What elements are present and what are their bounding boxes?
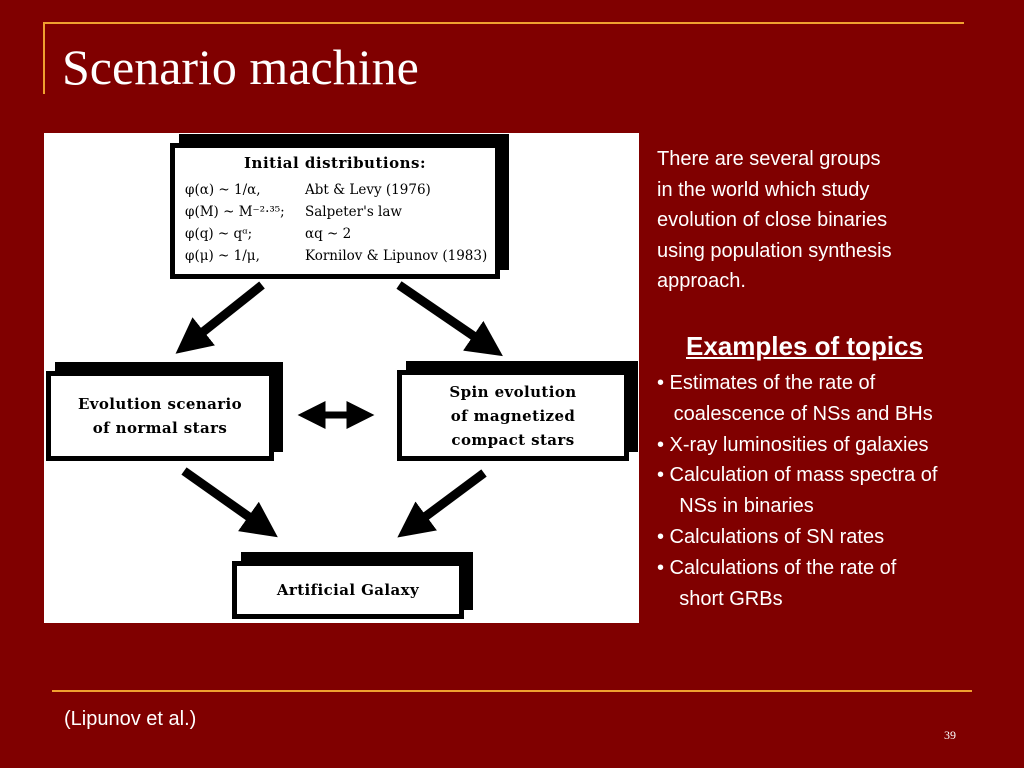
distribution-reference: Kornilov & Lipunov (1983) — [305, 248, 488, 264]
list-item: • Calculations of the rate of — [657, 556, 897, 579]
intro-paragraph: There are several groups in the world wh… — [657, 148, 892, 292]
arrow-evolution-to-galaxy — [181, 467, 278, 538]
list-item: NSs in binaries — [657, 495, 814, 518]
initial-distributions-heading: Initial distributions: — [244, 154, 426, 172]
arrow-spin-to-galaxy — [397, 469, 487, 538]
distribution-reference: Salpeter's law — [305, 204, 402, 220]
arrow-initial-to-evolution — [175, 281, 265, 354]
distribution-formula: φ(q) ~ qᵅ; — [185, 226, 253, 242]
distribution-formula: φ(α) ~ 1/α, — [185, 182, 261, 198]
distribution-reference: Abt & Levy (1976) — [305, 182, 431, 198]
spin-line-2: of magnetized — [450, 406, 576, 425]
list-item: • X-ray luminosities of galaxies — [657, 433, 929, 456]
evolution-scenario-box: Evolution scenario of normal stars — [46, 371, 274, 461]
list-item: • Estimates of the rate of — [657, 372, 876, 394]
topics-heading: Examples of topics — [686, 331, 923, 361]
spin-line-3: compact stars — [451, 430, 575, 449]
left-rule — [43, 22, 45, 94]
spin-line-1: Spin evolution — [449, 382, 577, 401]
list-item: coalescence of NSs and BHs — [657, 402, 933, 425]
diagram-arrows — [175, 281, 503, 538]
footer-rule — [52, 690, 972, 692]
evolution-line-1: Evolution scenario — [77, 395, 243, 413]
distribution-formula: φ(μ) ~ 1/μ, — [185, 248, 260, 264]
spin-evolution-box: Spin evolution of magnetized compact sta… — [397, 370, 629, 461]
arrow-initial-to-spin — [396, 281, 503, 357]
list-item: short GRBs — [657, 587, 783, 610]
galaxy-label: Artificial Galaxy — [276, 581, 420, 599]
page-number: 39 — [944, 728, 956, 742]
scenario-diagram: Initial distributions: φ(α) ~ 1/α, Abt &… — [44, 133, 639, 623]
top-rule — [44, 22, 964, 24]
initial-distributions-box: Initial distributions: φ(α) ~ 1/α, Abt &… — [170, 143, 500, 279]
list-item: • Calculation of mass spectra of — [657, 464, 938, 487]
citation: (Lipunov et al.) — [64, 708, 197, 730]
list-item: • Calculations of SN rates — [657, 525, 885, 548]
evolution-line-2: of normal stars — [92, 419, 228, 437]
distribution-reference: αq ~ 2 — [305, 226, 352, 242]
artificial-galaxy-box: Artificial Galaxy — [232, 561, 464, 619]
slide-title: Scenario machine — [62, 39, 419, 95]
topics-list: • Estimates of the rate of coalescence o… — [657, 368, 937, 614]
distribution-formula: φ(M) ~ M⁻²·³⁵; — [185, 204, 285, 220]
